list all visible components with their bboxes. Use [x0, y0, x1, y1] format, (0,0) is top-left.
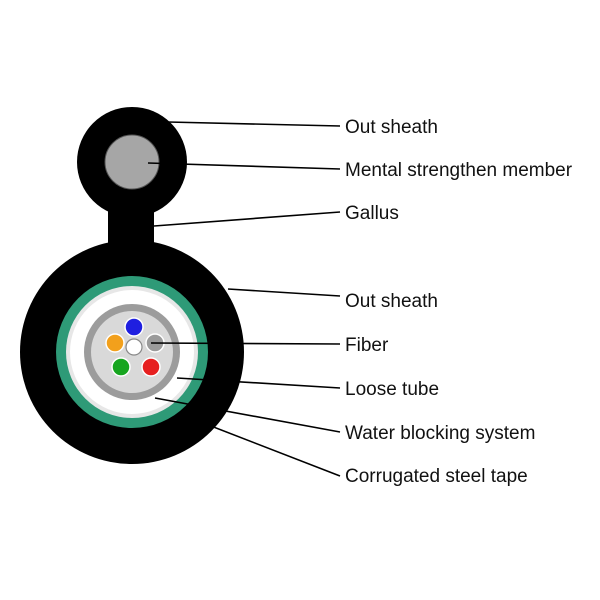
label-fiber: Fiber: [345, 335, 389, 356]
mental-strengthen-member: [104, 134, 160, 190]
leader-water-blocking: [154, 397, 341, 433]
leader-corrugated-steel-tape: [179, 413, 341, 477]
fiber-green: [111, 357, 131, 377]
leader-gallus: [153, 211, 341, 227]
leader-loose-tube: [176, 377, 341, 389]
label-water-blocking: Water blocking system: [345, 423, 535, 444]
label-out-sheath-main: Out sheath: [345, 291, 438, 312]
fiber-center: [125, 338, 143, 356]
leader-strength-member: [147, 162, 341, 170]
leader-out-sheath-top: [167, 121, 341, 127]
leader-fiber: [150, 342, 341, 345]
fiber-orange: [105, 333, 125, 353]
label-gallus: Gallus: [345, 203, 399, 224]
label-strength-member: Mental strengthen member: [345, 160, 573, 181]
fiber-blue: [124, 317, 144, 337]
label-loose-tube: Loose tube: [345, 379, 439, 400]
label-corrugated-steel-tape: Corrugated steel tape: [345, 466, 528, 487]
label-out-sheath-top: Out sheath: [345, 117, 438, 138]
leader-out-sheath-main: [227, 288, 341, 297]
fiber-red: [141, 357, 161, 377]
